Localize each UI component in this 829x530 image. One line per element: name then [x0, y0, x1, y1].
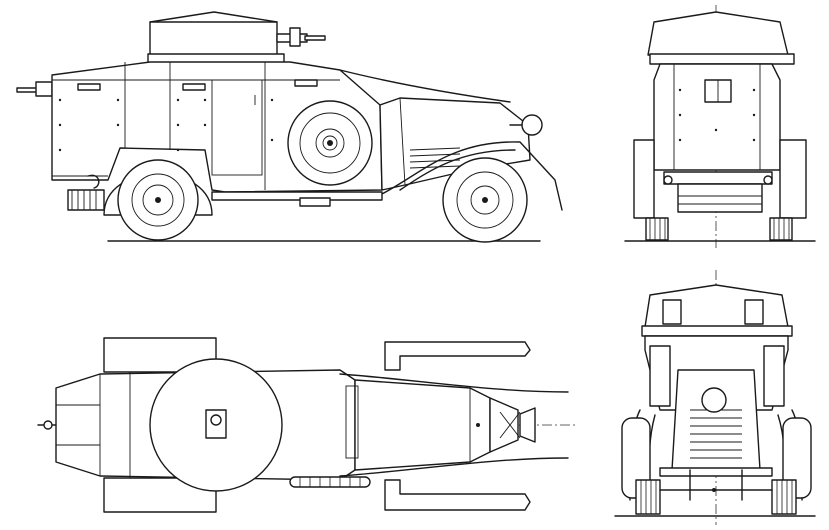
side-front-wheel	[442, 157, 528, 243]
rear-view-wheels	[621, 417, 812, 515]
front-view	[624, 5, 816, 248]
top-turret	[149, 358, 283, 492]
top-view	[37, 337, 575, 513]
front-left-fender	[633, 139, 655, 219]
front-right-fender	[779, 139, 807, 219]
front-turret	[647, 11, 789, 56]
rear-headlamp	[701, 387, 727, 413]
top-front-fender-left	[384, 341, 531, 371]
rear-turret-port-right	[744, 299, 764, 325]
rear-radiator-grille	[671, 369, 761, 471]
front-radiator-plate	[677, 183, 763, 213]
side-door	[211, 79, 263, 176]
top-front-fender-right	[384, 479, 531, 511]
spare-wheel	[287, 100, 373, 186]
front-tyres	[645, 217, 793, 241]
headlamp	[521, 114, 543, 136]
top-headlamp	[519, 407, 536, 443]
running-board	[211, 191, 383, 201]
side-turret	[147, 11, 326, 64]
side-vision-slit	[77, 83, 101, 91]
side-rear-wheel	[117, 159, 199, 241]
rear-view	[614, 270, 816, 525]
rear-tow-hook	[67, 174, 105, 211]
side-view	[16, 11, 563, 243]
bonnet	[379, 97, 531, 191]
rear-turret-port-left	[662, 299, 682, 325]
front-fender	[379, 141, 563, 211]
